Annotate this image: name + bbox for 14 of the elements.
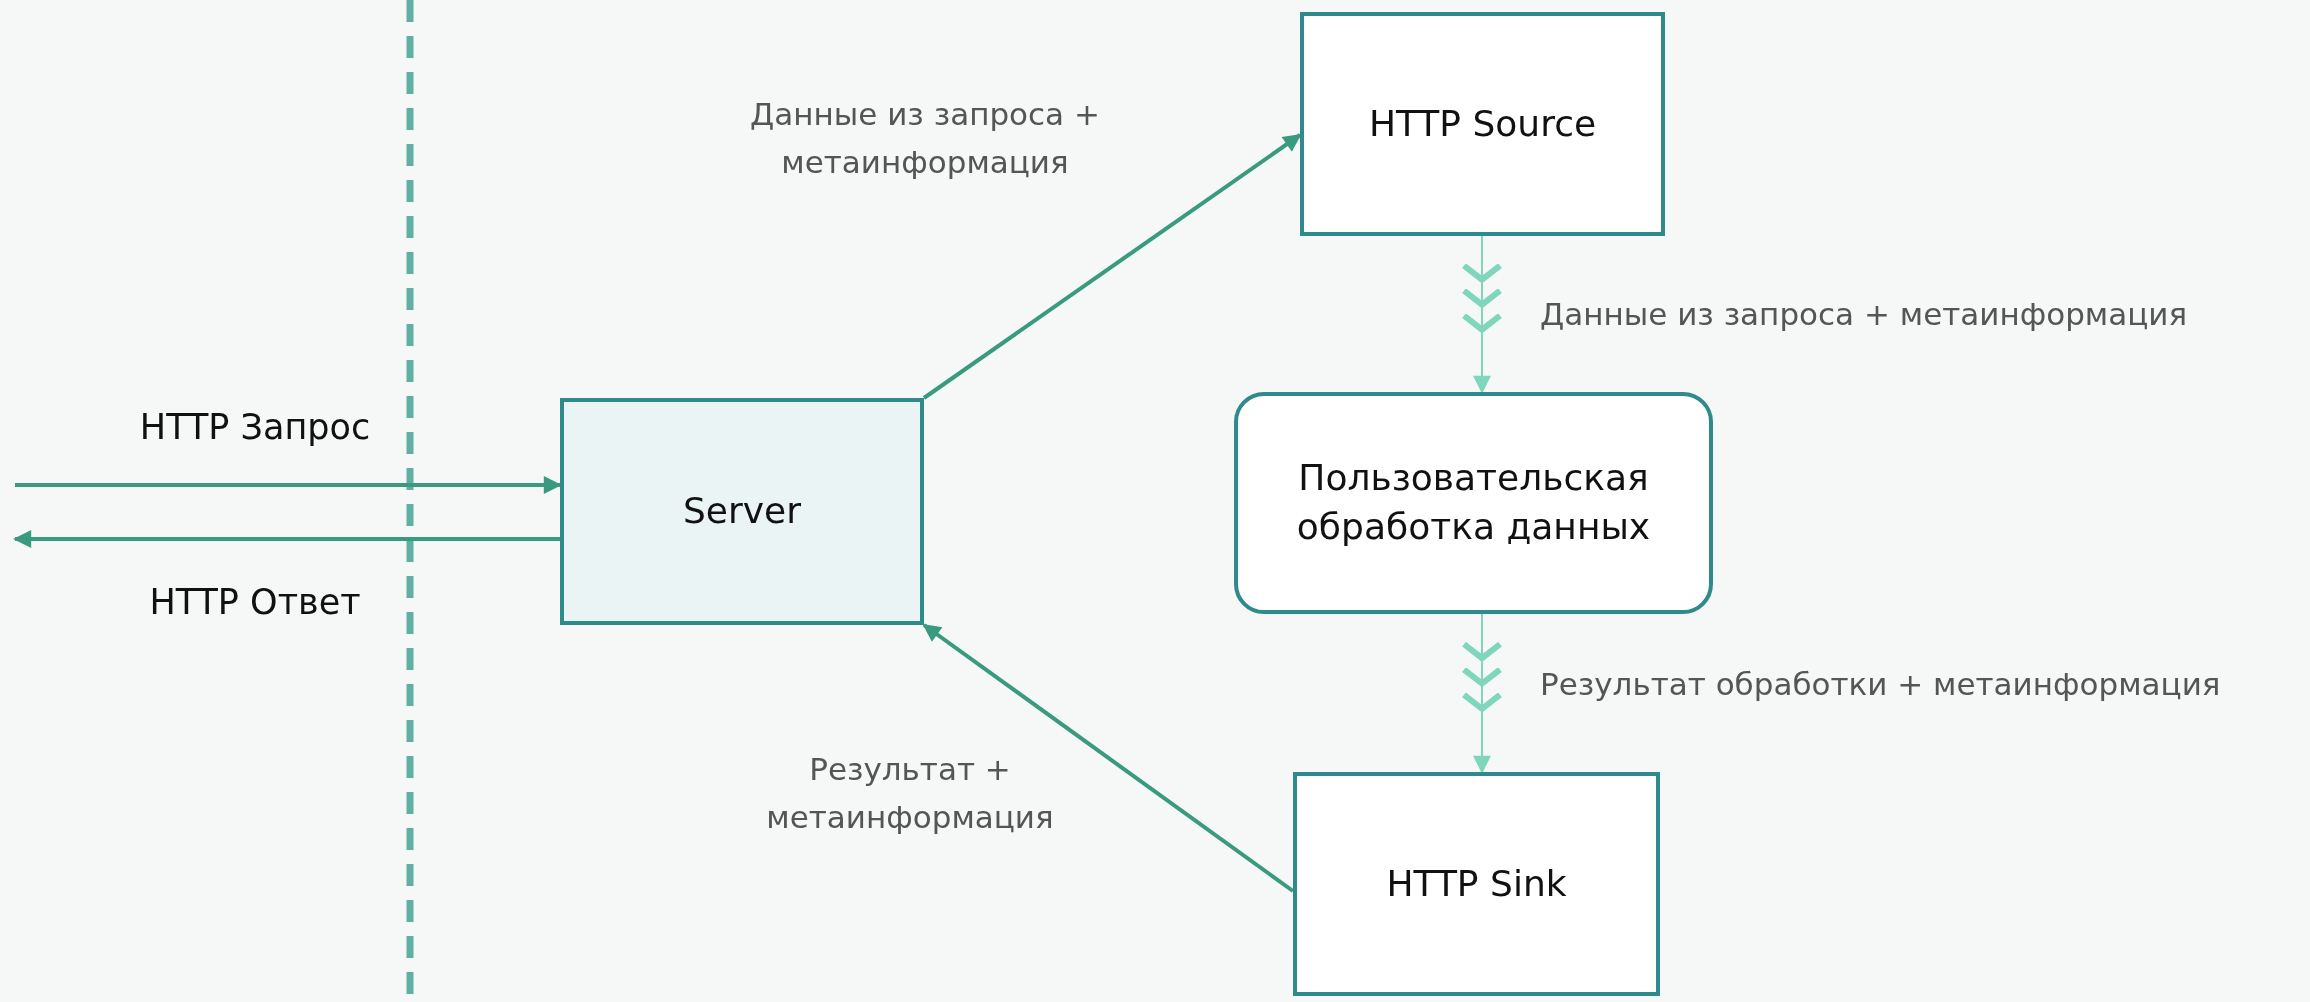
arrow <box>922 133 1302 400</box>
server-box <box>560 398 924 625</box>
arrow <box>13 530 560 548</box>
node-label: Пользовательская обработка данных <box>1295 456 1652 549</box>
process-box <box>1234 392 1713 614</box>
node-label: HTTP Source <box>1368 101 1597 146</box>
arrow <box>1462 235 1502 393</box>
process-box <box>1293 772 1660 996</box>
arrow <box>922 623 1295 893</box>
node-label: HTTP Sink <box>1386 861 1567 906</box>
process-box <box>1300 12 1665 236</box>
arrow <box>1462 613 1502 773</box>
node-label: Server <box>682 489 802 534</box>
arrow <box>15 476 562 494</box>
